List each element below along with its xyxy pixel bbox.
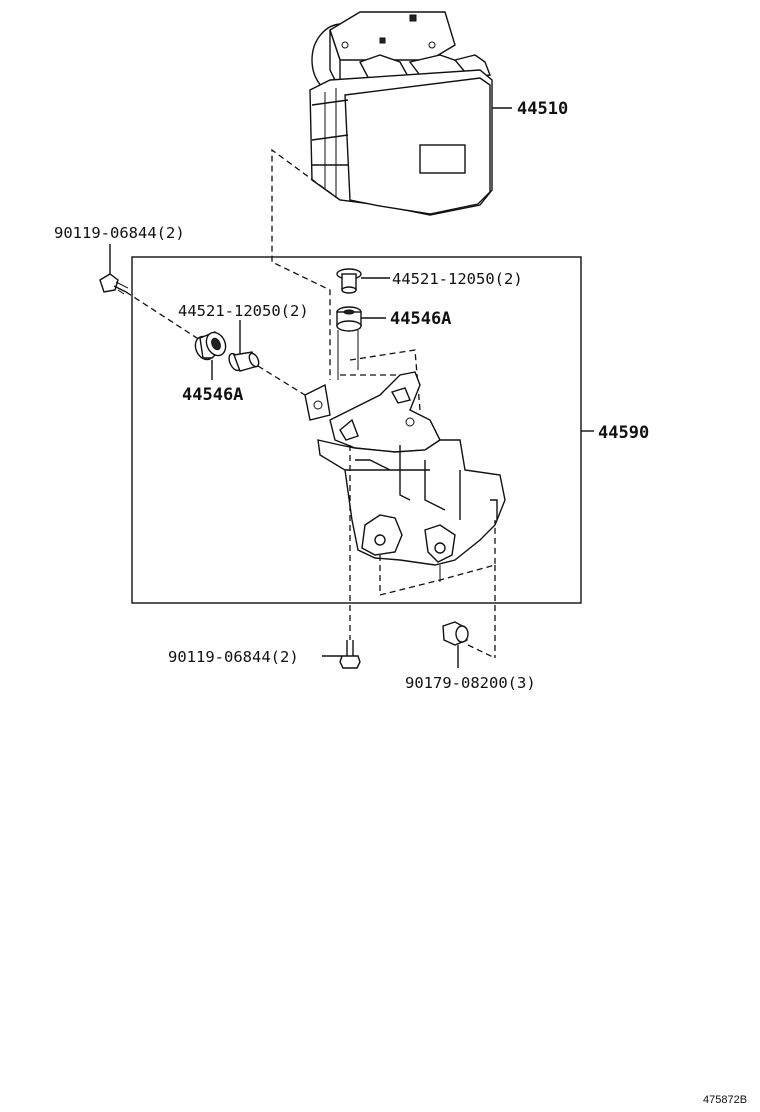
abs-actuator-drawing: [309, 11, 512, 216]
cushion-left-drawing: [194, 331, 227, 380]
bracket-drawing: [304, 349, 506, 596]
bolt-upper-left-drawing: [99, 244, 129, 295]
label-bolt-upper-left: 90119-06844(2): [54, 224, 185, 242]
label-44510: 44510: [517, 99, 568, 119]
label-collar-upper: 44521-12050(2): [392, 270, 523, 288]
reference-code: 475872B: [703, 1094, 747, 1106]
nut-drawing: [442, 621, 469, 668]
label-nut: 90179-08200(3): [405, 674, 536, 692]
bolt-lower-drawing: [322, 640, 361, 669]
guide-line-collar-left: [257, 365, 306, 396]
bracket-assembly-frame: [131, 256, 582, 604]
label-cushion-upper: 44546A: [390, 309, 451, 329]
guide-line-actuator: [271, 148, 341, 380]
label-bolt-lower: 90119-06844(2): [168, 648, 299, 666]
guide-line-bolt-upper: [125, 291, 201, 341]
cushion-upper-drawing: [336, 306, 386, 332]
label-collar-left: 44521-12050(2): [178, 302, 309, 320]
label-44590: 44590: [598, 423, 649, 443]
label-cushion-left: 44546A: [182, 385, 243, 405]
collar-left-drawing: [228, 320, 260, 372]
collar-upper-drawing: [336, 268, 390, 294]
